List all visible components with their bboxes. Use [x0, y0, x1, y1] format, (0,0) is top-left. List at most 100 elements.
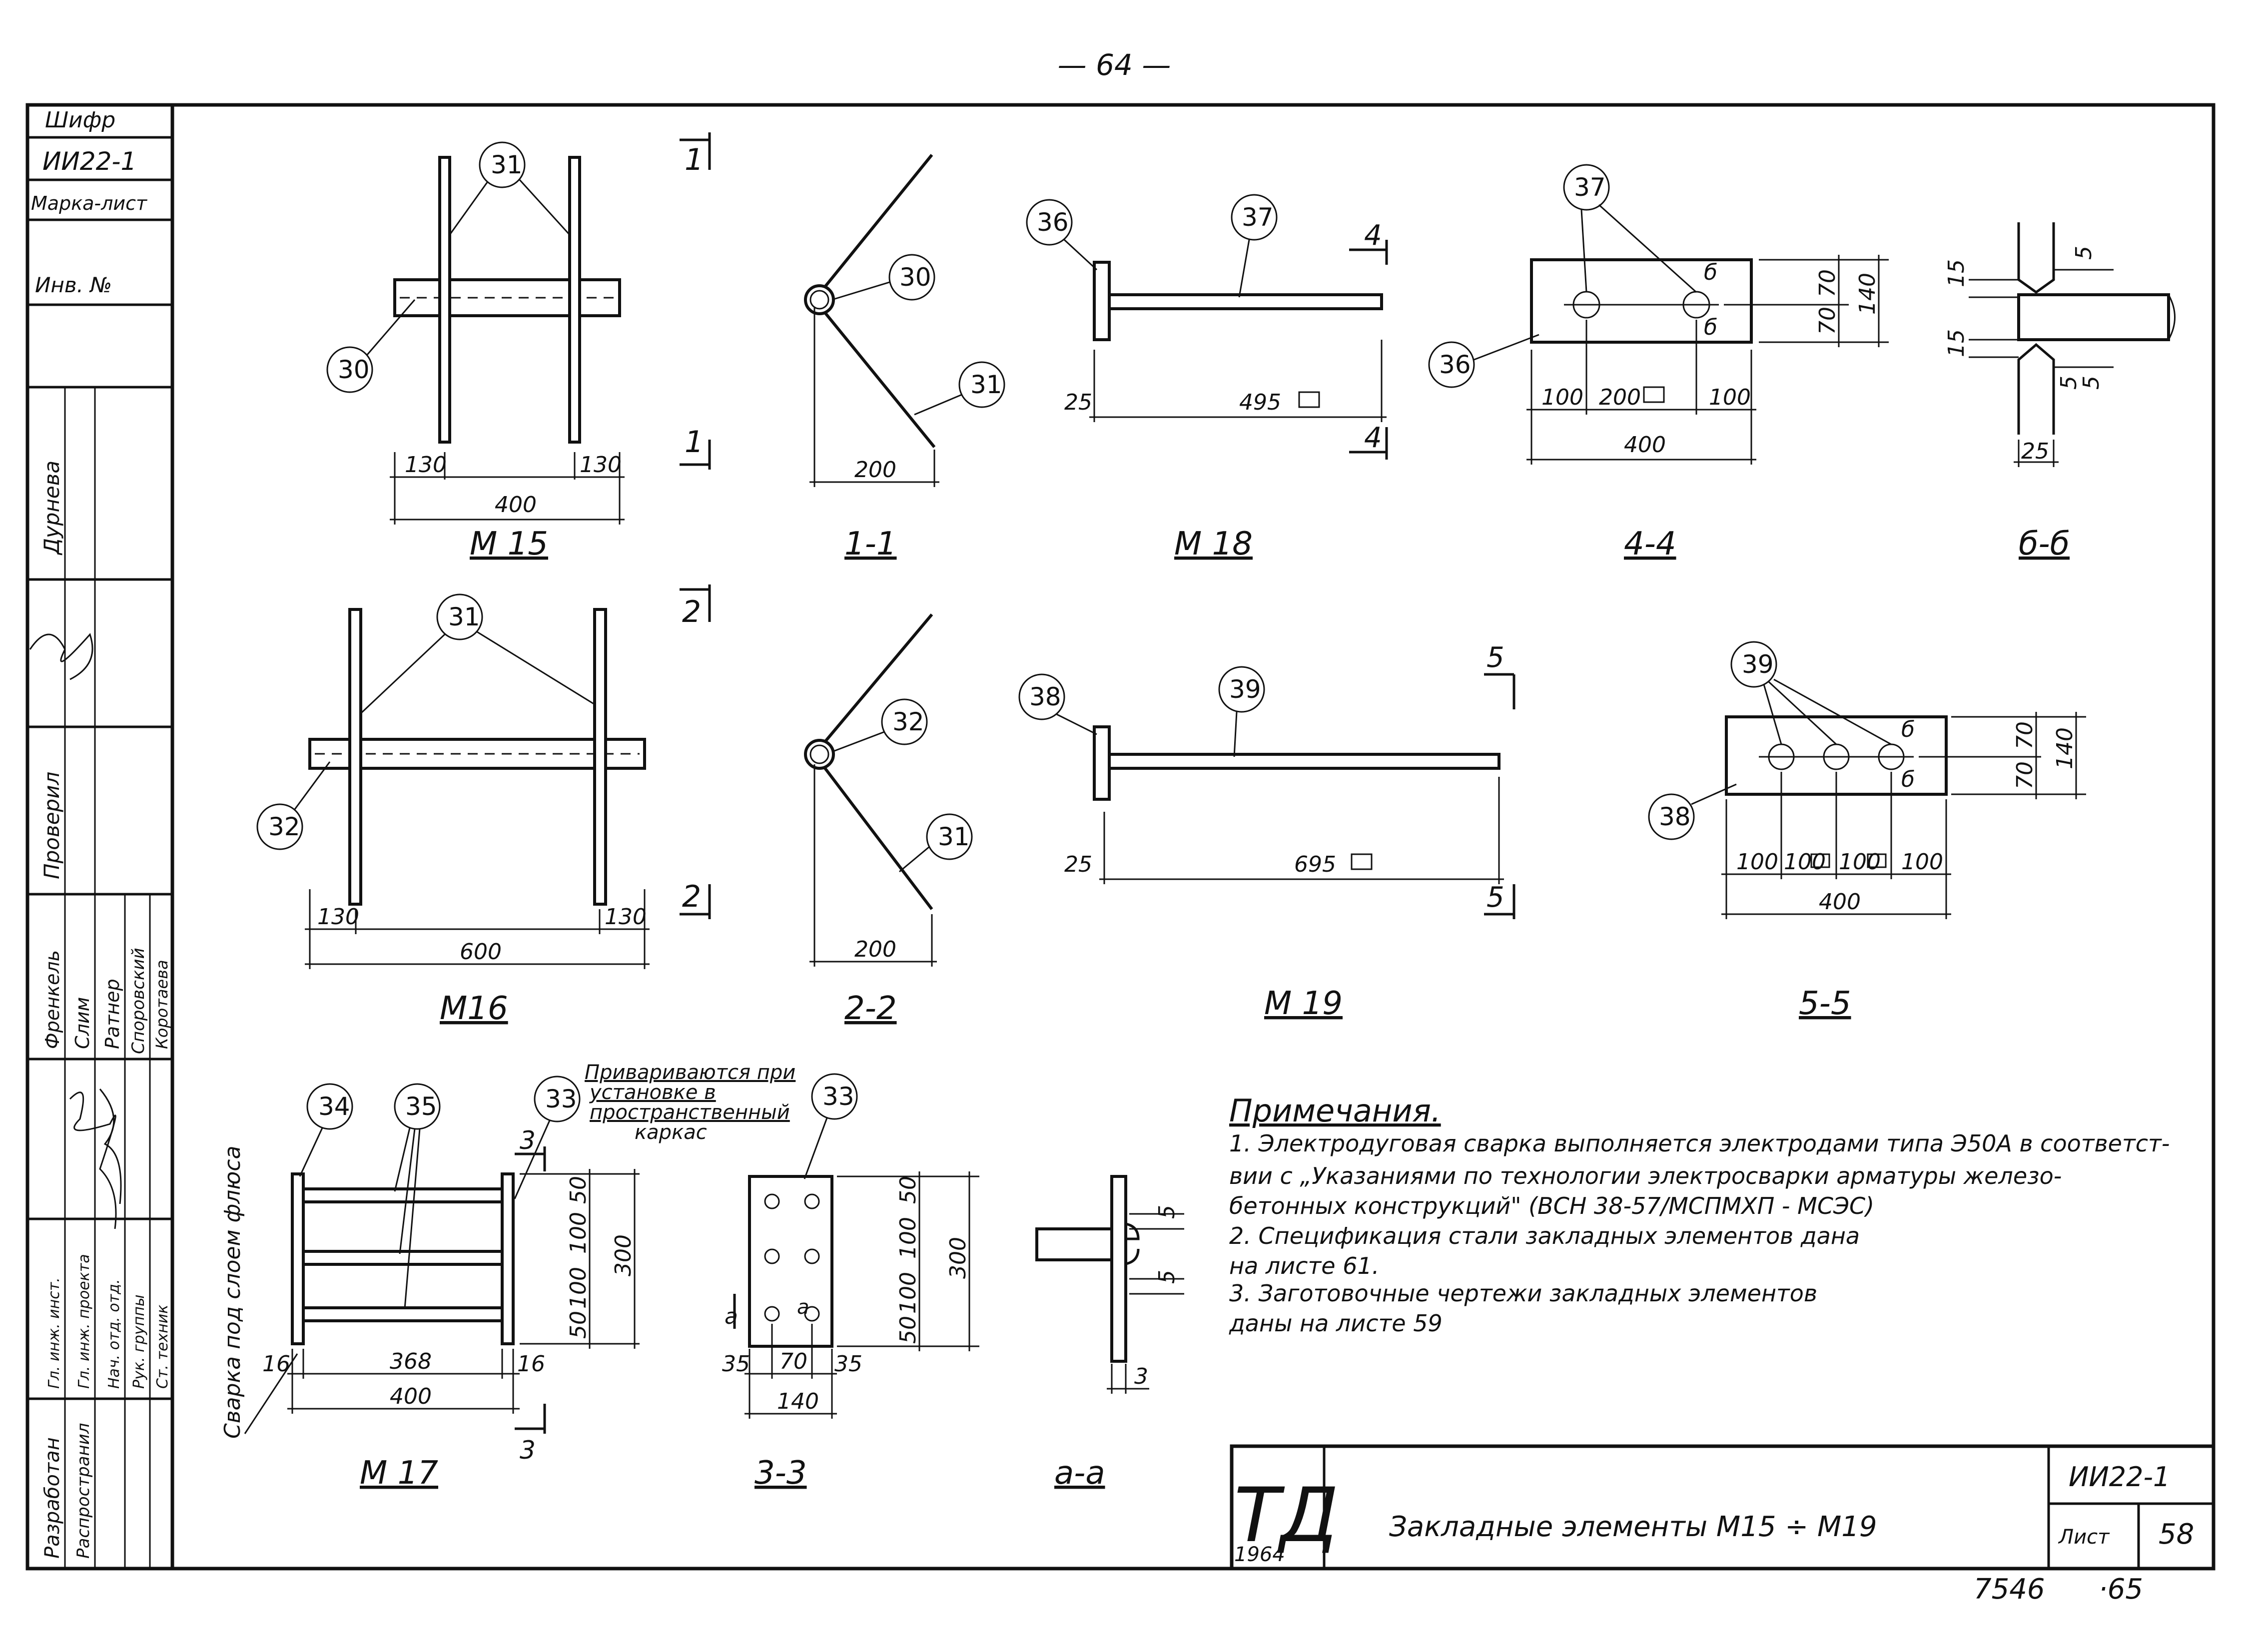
view-m16: 130 130 600 31 32 М16 — [256, 593, 650, 1027]
m16-dim-right: 130 — [605, 904, 647, 930]
m17-dim-16b: 16 — [517, 1351, 545, 1377]
s44-dim-400: 400 — [1624, 432, 1666, 458]
svg-text:5: 5 — [1487, 641, 1504, 674]
sbb-dim-5b: 5 — [2056, 376, 2082, 390]
s11-callout-31: 31 — [970, 370, 1002, 399]
cipher-label: Шифр — [45, 107, 115, 133]
svg-text:2: 2 — [682, 879, 701, 914]
s55-dim-100b: 100 — [1784, 849, 1826, 875]
m15-callout-31: 31 — [491, 150, 523, 179]
s55-dim-70a: 70 — [2012, 721, 2038, 749]
s11-callout-30: 30 — [899, 263, 931, 292]
inv-label: Инв. № — [35, 273, 112, 297]
s55-dim-70b: 70 — [2012, 761, 2038, 789]
s33-dim-35a: 35 — [722, 1351, 750, 1377]
svg-text:б: б — [1704, 315, 1717, 340]
m17-dim-300: 300 — [611, 1234, 636, 1276]
label-s44: 4-4 — [1624, 526, 1676, 562]
notes: Примечания. 1. Электродуговая сварка вып… — [1229, 1093, 2170, 1337]
s55-dim-400: 400 — [1819, 889, 1861, 915]
saa-dim-5a: 5 — [1154, 1205, 1180, 1219]
sbb-dim-25: 25 — [2021, 439, 2049, 464]
side-stamp: Шифр ИИ22-1 Марка-лист Инв. № Дурнева Пр… — [27, 107, 172, 1569]
s44-callout-36: 36 — [1439, 350, 1471, 379]
m18-dim-25: 25 — [1064, 390, 1092, 415]
s44-callout-37: 37 — [1574, 173, 1606, 202]
m18-dim-495: 495 — [1239, 390, 1281, 415]
m18-callout-37: 37 — [1242, 203, 1274, 232]
m15-dim-total: 400 — [495, 492, 537, 518]
m15-dim-right: 130 — [580, 452, 622, 478]
svg-text:б: б — [1704, 260, 1717, 285]
mark-label: Марка-лист — [31, 192, 148, 214]
note-line-3: бетонных конструкций" (ВСН 38-57/МСПМХП … — [1229, 1192, 1874, 1219]
m19-callout-38: 38 — [1029, 682, 1061, 711]
m17-dim-368: 368 — [390, 1349, 432, 1374]
label-sbb: б-б — [2019, 526, 2070, 562]
view-2-2: 200 32 31 2-2 — [804, 613, 973, 1027]
view-1-1: 200 30 31 1-1 — [804, 154, 1005, 562]
s55-dim-100a: 100 — [1736, 849, 1778, 875]
s44-dim-100a: 100 — [1541, 385, 1583, 410]
svg-text:а: а — [725, 1304, 738, 1329]
s55-callout-38: 38 — [1659, 802, 1691, 831]
view-m18: 25 495 36 37 4 4 М 18 — [1026, 194, 1388, 562]
s44-dim-200: 200 — [1599, 385, 1641, 410]
section-mark-2: 2 2 — [680, 584, 711, 919]
svg-text:2: 2 — [682, 594, 701, 629]
m15-dim-left: 130 — [405, 452, 447, 478]
weld-note-3: пространственный — [590, 1101, 790, 1124]
label-m19: М 19 — [1264, 985, 1343, 1022]
name-slim: Слим — [71, 997, 93, 1049]
s33-dim-100a: 100 — [895, 1217, 921, 1259]
note-line-1: 1. Электродуговая сварка выполняется эле… — [1229, 1130, 2170, 1157]
m17-dim-50b: 50 — [566, 1311, 591, 1339]
s22-dim: 200 — [854, 937, 896, 962]
m17-dim-100a: 100 — [566, 1212, 591, 1254]
view-b-b: 15 15 5 5 5 25 б-б — [1944, 222, 2176, 562]
outer-frame — [25, 103, 2216, 1571]
m17-callout-34: 34 — [318, 1092, 350, 1121]
sbb-dim-15a: 15 — [1944, 259, 1969, 287]
label-s33: 3-3 — [754, 1455, 807, 1492]
m15-callout-30: 30 — [338, 355, 370, 384]
svg-text:1: 1 — [685, 142, 704, 177]
s33-dim-70: 70 — [779, 1349, 807, 1374]
sbb-dim-5c: 5 — [2079, 376, 2104, 390]
note-line-4: 2. Спецификация стали закладных элементо… — [1229, 1222, 1860, 1249]
s55-dim-140: 140 — [2052, 727, 2078, 769]
label-m17: М 17 — [360, 1455, 438, 1492]
m16-dim-total: 600 — [460, 939, 502, 965]
role-head-dept: Нач. отд. отд. — [105, 1279, 123, 1389]
view-a-a: 5 5 3 а-а — [1035, 1175, 1184, 1492]
label-m16: М16 — [440, 990, 508, 1027]
title-text: Закладные элементы М15 ÷ М19 — [1389, 1511, 1877, 1543]
signature-3 — [99, 1089, 122, 1204]
weld-note-1: Привариваются при — [585, 1061, 795, 1084]
view-m15: 130 130 400 31 30 М 15 — [326, 141, 625, 562]
s22-callout-32: 32 — [892, 707, 924, 736]
role-technician: Ст. техник — [154, 1305, 171, 1389]
saa-dim-3: 3 — [1134, 1364, 1148, 1389]
plate-holes — [764, 1193, 820, 1322]
m17-dim-16a: 16 — [262, 1351, 290, 1377]
signature-2 — [69, 1092, 117, 1229]
s44-dim-100b: 100 — [1709, 385, 1751, 410]
role-chief-proj: Гл. инж. проекта — [75, 1254, 93, 1389]
s55-dim-100d: 100 — [1901, 849, 1943, 875]
s22-callout-31: 31 — [938, 822, 970, 851]
s44-dim-70b: 70 — [1815, 307, 1840, 335]
svg-text:б: б — [1901, 717, 1915, 742]
svg-text:3: 3 — [520, 1126, 536, 1155]
s11-dim: 200 — [854, 457, 896, 483]
m17-dim-100b: 100 — [566, 1267, 591, 1309]
svg-text:3: 3 — [520, 1436, 536, 1465]
signature-1 — [29, 633, 93, 680]
label-s22: 2-2 — [844, 990, 897, 1027]
weld-note-4: каркас — [635, 1121, 707, 1144]
view-5-5: 100 100 100 100 400 70 70 140 б б 39 38 … — [1648, 641, 2086, 1022]
title-year: 1964 — [1234, 1543, 1285, 1566]
label-m15: М 15 — [470, 526, 548, 562]
s33-callout-33: 33 — [822, 1082, 854, 1111]
note-line-6: 3. Заготовочные чертежи закладных элемен… — [1229, 1280, 1817, 1307]
